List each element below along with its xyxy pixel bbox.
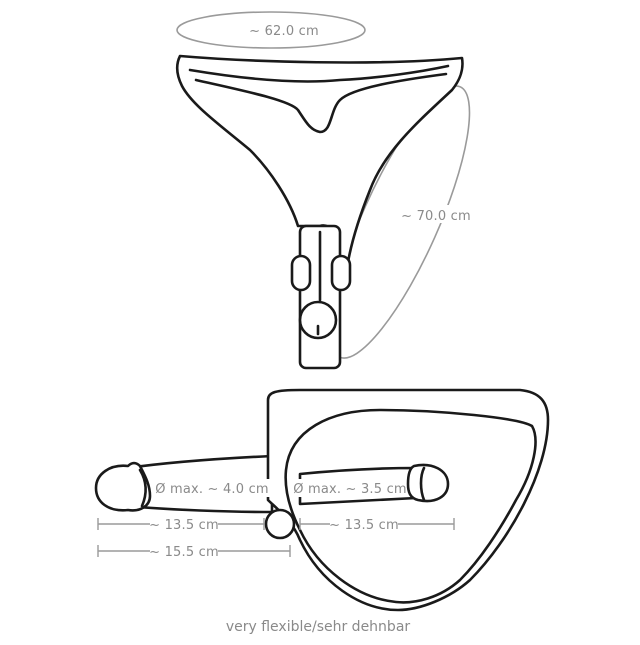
diameter-outer-label: Ø max. ~ 4.0 cm (155, 482, 269, 497)
harness-inner-strap (284, 408, 537, 604)
holder-side-left (290, 254, 312, 292)
harness-outline (175, 54, 464, 264)
harness-waistband-inner (188, 64, 450, 83)
holder-ball (298, 300, 338, 340)
diameter-outer-label-bg (154, 479, 274, 497)
outer-dildo-ridge (138, 468, 147, 508)
strap-label-bg (402, 205, 472, 223)
inner-dildo-ridge (419, 466, 426, 502)
side-ball (264, 508, 296, 540)
flexibility-caption: very flexible/sehr dehnbar (226, 619, 411, 635)
harness-side-view: Ø max. ~ 4.0 cm Ø max. ~ 3.5 cm (94, 388, 550, 612)
length-inner-label: ~ 13.5 cm (329, 518, 399, 533)
outer-dildo-head (94, 461, 152, 512)
holder-side-right (330, 254, 352, 292)
harness-left-opening (194, 72, 448, 134)
strap-length-label: ~ 70.0 cm (401, 209, 471, 224)
diameter-inner-label: Ø max. ~ 3.5 cm (293, 482, 407, 497)
harness-top-view: ~ 62.0 cm ~ 70.0 cm (175, 11, 472, 370)
length-outer-total-label: ~ 15.5 cm (149, 545, 219, 560)
diameter-inner-label-bg (294, 479, 406, 497)
inner-dildo-head (406, 463, 450, 503)
harness-base-plate (266, 388, 550, 612)
waist-label: ~ 62.0 cm (249, 24, 319, 39)
dimension-lines: ~ 13.5 cm ~ 13.5 cm ~ 15.5 cm (97, 518, 455, 560)
waist-label-bg (222, 21, 346, 39)
waist-circumference-ellipse (176, 11, 366, 49)
length-outer-insertable-label: ~ 13.5 cm (149, 518, 219, 533)
